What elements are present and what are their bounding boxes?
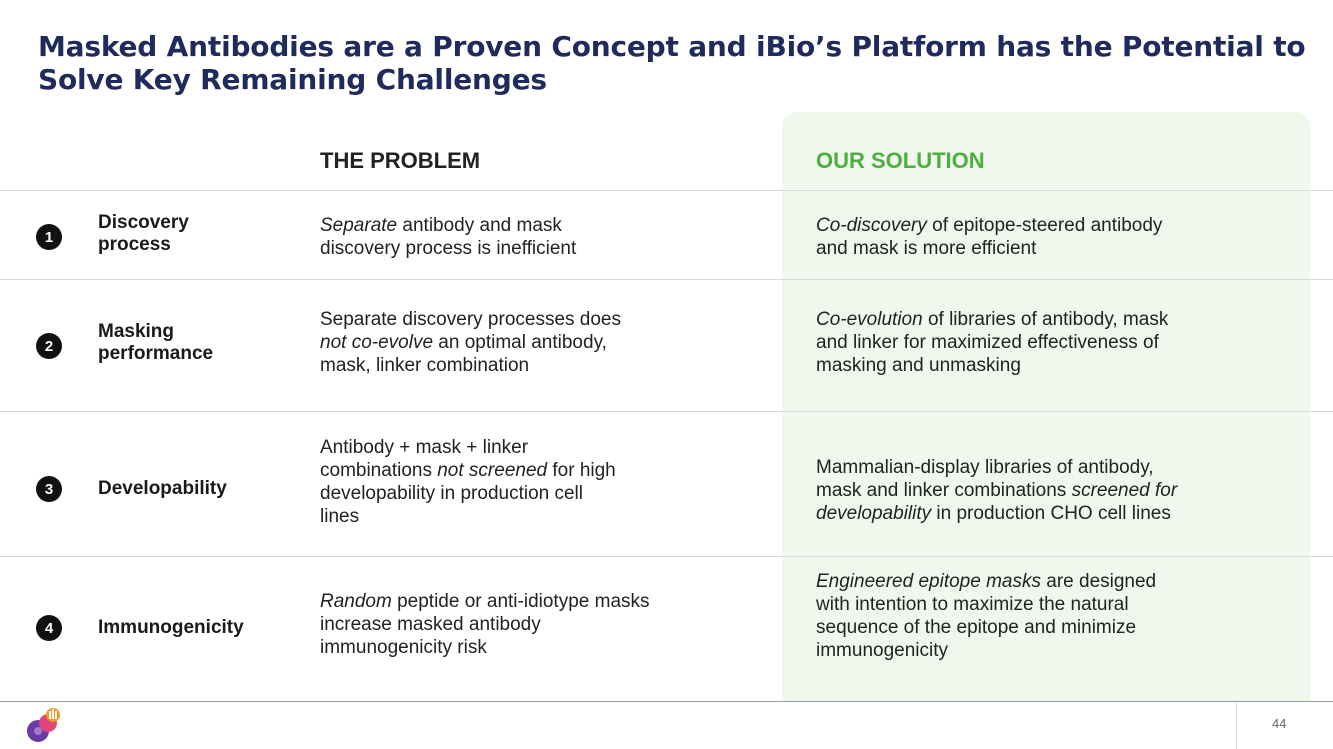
solution-segment: of epitope-steered antibody <box>926 215 1163 236</box>
problem-emphasis: not screened <box>437 460 548 481</box>
row-divider <box>0 190 1333 191</box>
problem-segment: immunogenicity risk <box>320 637 487 658</box>
row-divider <box>0 279 1333 280</box>
page-number: 44 <box>1272 716 1287 731</box>
solution-segment: mask and linker combinations <box>816 480 1072 501</box>
problem-segment: antibody and mask <box>397 215 562 236</box>
row-label-line: performance <box>98 343 214 364</box>
problem-emphasis: not co-evolve <box>320 332 434 353</box>
solution-emphasis: Co-evolution <box>816 309 923 330</box>
solution-emphasis: screened for <box>1071 480 1178 501</box>
solution-text: Mammalian-display libraries of antibody,… <box>816 456 1286 525</box>
problem-text: Separate discovery processes does not co… <box>320 308 760 377</box>
solution-emphasis: Engineered epitope masks <box>816 571 1041 592</box>
page-number-divider <box>1236 702 1237 749</box>
row-label-line: Masking <box>98 321 175 342</box>
problem-segment: for high <box>547 460 616 481</box>
row-number-badge: 3 <box>36 476 62 502</box>
slide-title: Masked Antibodies are a Proven Concept a… <box>38 30 1306 96</box>
problem-text: Antibody + mask + linker combinations no… <box>320 436 760 528</box>
solution-text: Engineered epitope masks are designed wi… <box>816 570 1286 662</box>
row-number-badge: 1 <box>36 224 62 250</box>
row-label: Masking performance <box>98 321 213 365</box>
problem-segment: peptide or anti-idiotype masks <box>391 591 650 612</box>
problem-emphasis: Random <box>320 591 392 612</box>
solution-text: Co-discovery of epitope-steered antibody… <box>816 214 1286 260</box>
solution-text: Co-evolution of libraries of antibody, m… <box>816 308 1286 377</box>
problem-segment: Separate discovery processes does <box>320 309 621 330</box>
problem-text: Random peptide or anti-idiotype masks in… <box>320 590 760 659</box>
solution-segment: are designed <box>1040 571 1157 592</box>
problem-segment: increase masked antibody <box>320 614 541 635</box>
solution-segment: sequence of the epitope and minimize <box>816 617 1137 638</box>
problem-segment: Antibody + mask + linker <box>320 437 529 458</box>
problem-segment: developability in production cell <box>320 483 583 504</box>
problem-segment: lines <box>320 506 360 527</box>
solution-segment: and mask is more efficient <box>816 238 1037 259</box>
row-label-line: process <box>98 234 171 255</box>
solution-segment: immunogenicity <box>816 640 948 661</box>
row-label-line: Discovery <box>98 212 189 233</box>
solution-emphasis: Co-discovery <box>816 215 927 236</box>
problem-segment: an optimal antibody, <box>433 332 607 353</box>
row-label: Immunogenicity <box>98 617 244 638</box>
solution-column-header: OUR SOLUTION <box>816 148 985 173</box>
row-label: Discovery process <box>98 212 189 256</box>
solution-panel <box>782 112 1310 702</box>
solution-segment: Mammalian-display libraries of antibody, <box>816 457 1154 478</box>
row-divider <box>0 556 1333 557</box>
solution-emphasis: developability <box>816 503 932 524</box>
ibio-logo-icon <box>27 708 60 742</box>
row-divider <box>0 411 1333 412</box>
problem-segment: mask, linker combination <box>320 355 530 376</box>
row-number-badge: 2 <box>36 333 62 359</box>
solution-segment: of libraries of antibody, mask <box>922 309 1169 330</box>
solution-segment: in production CHO cell lines <box>931 503 1171 524</box>
problem-emphasis: Separate <box>320 215 398 236</box>
row-label: Developability <box>98 478 227 499</box>
problem-text: Separate antibody and mask discovery pro… <box>320 214 760 260</box>
problem-segment: discovery process is inefficient <box>320 238 577 259</box>
row-number-badge: 4 <box>36 615 62 641</box>
solution-segment: masking and unmasking <box>816 355 1021 376</box>
footer-divider <box>0 701 1333 702</box>
solution-segment: with intention to maximize the natural <box>816 594 1129 615</box>
solution-segment: and linker for maximized effectiveness o… <box>816 332 1159 353</box>
problem-column-header: THE PROBLEM <box>320 148 481 173</box>
problem-segment: combinations <box>320 460 438 481</box>
